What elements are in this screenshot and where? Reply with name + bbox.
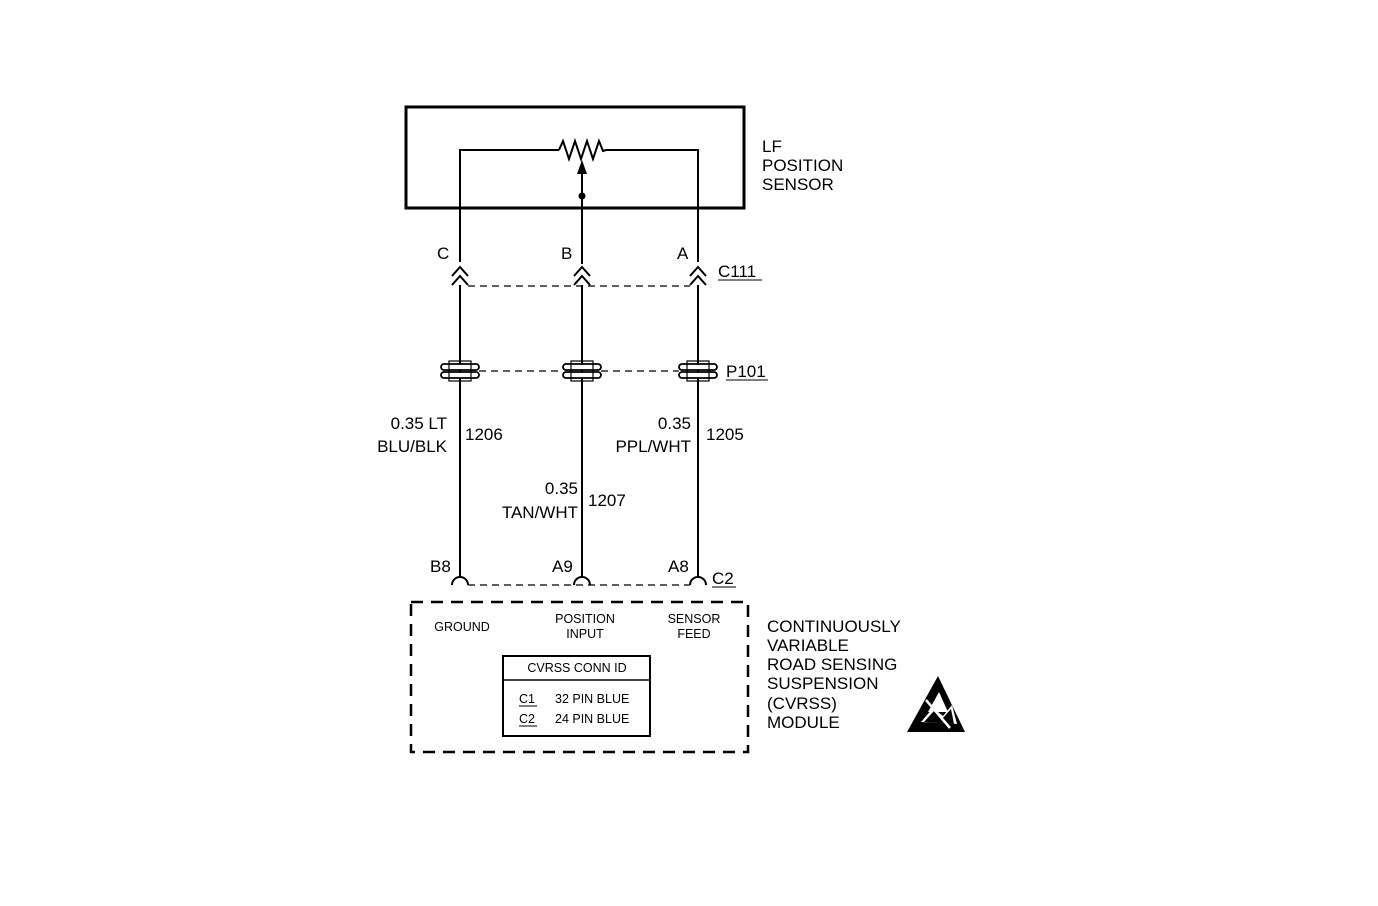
sensor-housing [404,105,746,210]
wire-1206-labels: 0.35 LT BLU/BLK 1206 [377,414,503,456]
conn-id-row-2-desc: 24 PIN BLUE [555,712,629,726]
conn-id-row-2-id: C2 [519,712,535,726]
conn-id-row-1-desc: 32 PIN BLUE [555,692,629,706]
wire-1207-labels: 0.35 TAN/WHT 1207 [502,479,626,522]
wiper-junction-dot [578,192,586,200]
c2-terminal-b8-icon [451,576,469,586]
module-housing [409,600,750,754]
wire-1205-labels: 0.35 PPL/WHT 1205 [615,414,743,456]
c111-terminal-b-icon [573,265,591,277]
esd-sensitive-icon [907,676,965,732]
wire-1206-circuit: 1206 [465,425,503,444]
module-name-line-4: SUSPENSION [767,674,878,693]
p101-id-label: P101 [726,362,766,381]
module-name-line-5: (CVRSS) [767,694,837,713]
sensor-name-line-1: LF [762,137,782,156]
c2-pin-b8-label: B8 [430,557,451,576]
cvrss-module: GROUND POSITION INPUT SENSOR FEED CVRSS … [409,600,901,754]
wire-1205-size: 0.35 [658,414,691,433]
wire-1205-circuit: 1205 [706,425,744,444]
c111-terminal-a-icon-2 [689,274,707,286]
c2-terminal-a8-icon [689,576,707,586]
c2-id-label: C2 [712,569,734,588]
c111-terminal-c-icon-2 [451,274,469,286]
p101-terminal-1205-icon [678,360,718,382]
c2-terminal-a9-icon [573,576,591,586]
p101-terminal-1206-icon [440,360,480,382]
wire-1206-color: BLU/BLK [377,437,448,456]
module-name-line-2: VARIABLE [767,636,849,655]
pin-function-position-2: INPUT [566,627,604,641]
c111-pin-b-label: B [561,244,572,263]
conn-id-table-border [502,655,651,737]
wire-1207-size: 0.35 [545,479,578,498]
connector-p101: P101 [440,360,768,382]
p101-terminal-1207-icon [562,360,602,382]
potentiometer-icon [558,137,607,163]
conn-id-table: CVRSS CONN ID C1 32 PIN BLUE C2 24 PIN B… [502,655,651,737]
sensor-name-line-2: POSITION [762,156,843,175]
c2-pin-a8-label: A8 [668,557,689,576]
pin-function-ground: GROUND [434,620,490,634]
c111-terminal-c-icon [451,265,469,277]
c111-terminal-b-icon-2 [573,274,591,286]
wire-1205-color: PPL/WHT [615,437,691,456]
module-name-line-3: ROAD SENSING [767,655,897,674]
connector-c111: C B A C111 [437,244,762,287]
sensor-name-line-3: SENSOR [762,175,834,194]
wire-1206-size: 0.35 LT [391,414,447,433]
conn-id-row-1-id: C1 [519,692,535,706]
wire-1207-circuit: 1207 [588,491,626,510]
c2-pin-a9-label: A9 [552,557,573,576]
connector-c2: B8 A9 A8 C2 [430,557,736,588]
c111-terminal-a-icon [689,265,707,277]
module-name-line-1: CONTINUOUSLY [767,617,901,636]
pin-function-position-1: POSITION [555,612,615,626]
lf-position-sensor: LF POSITION SENSOR [404,105,843,264]
pin-function-sensor-2: FEED [677,627,710,641]
conn-id-table-title: CVRSS CONN ID [527,661,626,675]
sensor-internal-left [459,149,559,262]
sensor-internal-right [606,149,699,262]
c111-pin-a-label: A [677,244,689,263]
c111-id-label: C111 [718,262,756,281]
pin-function-sensor-1: SENSOR [668,612,721,626]
c111-pin-c-label: C [437,244,449,263]
wiper-arrow-icon [577,160,587,174]
wire-1207-color: TAN/WHT [502,503,578,522]
module-name-line-6: MODULE [767,713,840,732]
